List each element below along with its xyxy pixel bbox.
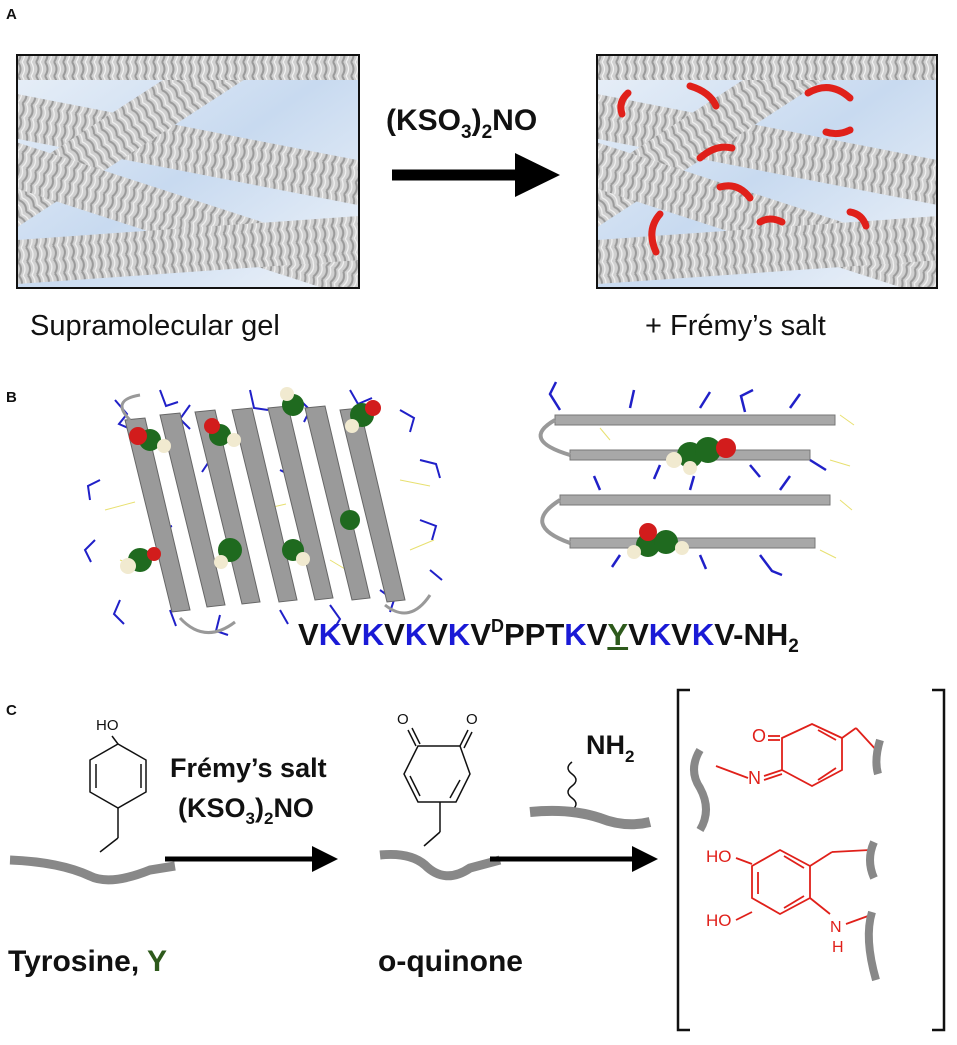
reagent-fremys-salt: Frémy’s salt: [170, 753, 327, 783]
caption-fremys-salt: + Frémy’s salt: [645, 310, 826, 342]
amine-linker: [567, 761, 577, 811]
tyrosine-spheres-right: [627, 437, 736, 559]
hairpin-model: [538, 381, 855, 577]
svg-text:O: O: [752, 726, 766, 746]
sequence-residue: V: [341, 617, 362, 652]
product-imine: O N: [715, 723, 879, 788]
panel-b-structures: [83, 381, 855, 636]
sequence-residue: K: [691, 617, 715, 652]
sequence-residue: V: [427, 617, 448, 652]
quinone-structure: O O: [397, 711, 478, 847]
sequence-residue: V: [628, 617, 649, 652]
backbone-product1-left: [690, 747, 710, 833]
svg-text:N: N: [830, 919, 842, 936]
sequence-residue: K: [318, 617, 342, 652]
reaction-arrow-c1: [165, 846, 338, 872]
sequence-residue: V: [470, 617, 491, 652]
svg-text:O: O: [466, 711, 478, 728]
sequence-residue: D: [491, 616, 504, 636]
svg-text:H: H: [832, 939, 844, 956]
sequence-residue: K: [564, 617, 587, 652]
gel-box-left: [16, 54, 360, 289]
sequence-residue: K: [404, 617, 428, 652]
svg-text:O: O: [397, 711, 409, 728]
sequence-residue: V: [384, 617, 405, 652]
amine-label: NH2: [586, 730, 634, 766]
svg-text:N: N: [748, 768, 761, 788]
peptide-sequence: VKVKVKVKVDPPTKVYVKVKV-NH2: [298, 616, 799, 658]
panel-b-letter: B: [6, 389, 17, 406]
sequence-residue: V-NH: [714, 617, 789, 652]
tyrosine-ho-label: HO: [96, 717, 119, 734]
sequence-residue: K: [447, 617, 471, 652]
crosslink-marks: [617, 82, 870, 256]
backbone-product2-bottom: [864, 910, 880, 982]
panel-a-figure: (KSO3)2NO: [16, 54, 938, 289]
tyrosine-structure: HO: [89, 717, 147, 853]
sequence-residue: V: [298, 617, 319, 652]
reagent-formula-c: (KSO3)2NO: [178, 793, 314, 828]
backbone-quinone: [379, 850, 502, 881]
sequence-residue: K: [648, 617, 672, 652]
reaction-arrow-c2: [490, 846, 658, 872]
sequence-residue: Y: [607, 617, 629, 652]
sequence-residue: V: [671, 617, 692, 652]
sequence-residue: PPT: [504, 617, 565, 652]
svg-text:HO: HO: [706, 847, 732, 866]
backbone-tyrosine: [9, 855, 176, 885]
gel-box-right: [596, 54, 938, 289]
sequence-residue: 2: [788, 636, 799, 657]
sequence-residue: V: [586, 617, 608, 652]
panel-c-letter: C: [6, 702, 17, 719]
fibril-model: [83, 387, 443, 636]
product-catechol: HO HO N H: [706, 847, 871, 956]
reaction-arrow-a: [392, 153, 560, 197]
product-brackets: [676, 688, 946, 1032]
backbone-product1-right: [872, 738, 884, 776]
caption-supramolecular-gel: Supramolecular gel: [30, 310, 280, 342]
reagent-label-a: (KSO3)2NO: [386, 104, 537, 143]
svg-text:HO: HO: [706, 911, 732, 930]
sequence-residue: K: [361, 617, 385, 652]
tyrosine-spheres-left: [120, 387, 381, 574]
panel-c-scheme: HO Frémy’s salt (KSO3)2NO O O NH2 O: [8, 688, 946, 1032]
panel-a-letter: A: [6, 6, 17, 23]
backbone-product2-top: [866, 840, 878, 880]
backbone-amine: [529, 805, 652, 830]
quinone-label: o-quinone: [378, 945, 523, 978]
tyrosine-label: Tyrosine, Y: [8, 945, 167, 978]
